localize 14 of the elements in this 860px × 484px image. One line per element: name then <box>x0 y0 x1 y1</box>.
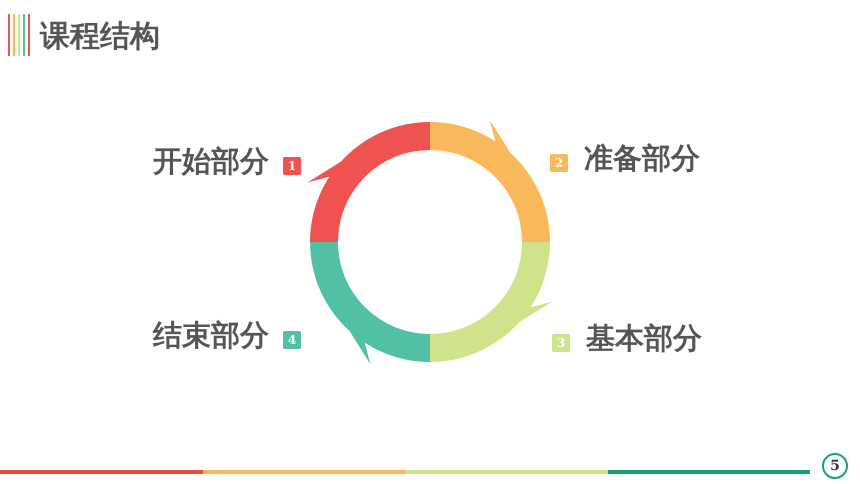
ring-segment <box>430 120 550 242</box>
ring-segment <box>308 122 430 242</box>
section-label: 准备部分 <box>584 140 700 177</box>
ring-segment <box>310 242 430 364</box>
section-label: 结束部分 <box>153 317 269 354</box>
number-badge: 3 <box>552 334 570 352</box>
number-badge: 2 <box>550 154 568 172</box>
number-badge: 4 <box>283 331 301 349</box>
section-label: 基本部分 <box>586 320 702 357</box>
section-label: 开始部分 <box>153 143 269 180</box>
page-number: 5 <box>822 453 848 479</box>
number-badge: 1 <box>283 157 301 175</box>
ring-segment <box>430 242 552 362</box>
slide-title: 课程结构 <box>40 18 160 56</box>
